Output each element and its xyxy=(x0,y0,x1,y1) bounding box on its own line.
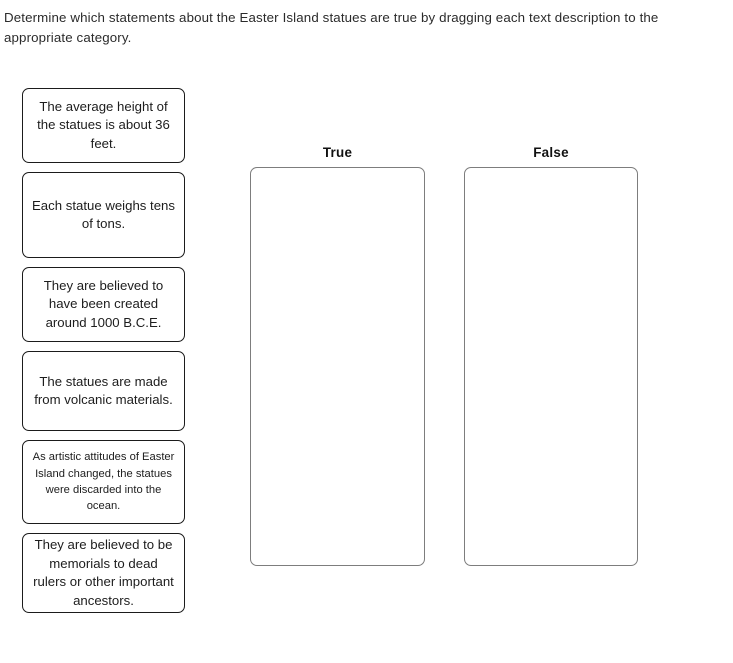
draggable-card-stack: The average height of the statues is abo… xyxy=(22,88,185,622)
category-column-true: True xyxy=(250,145,425,566)
dropzone-false[interactable] xyxy=(464,167,638,566)
dropzone-label-false: False xyxy=(533,145,569,160)
draggable-card-volcanic-materials[interactable]: The statues are made from volcanic mater… xyxy=(22,351,185,431)
card-label: The average height of the statues is abo… xyxy=(37,98,170,151)
card-label: Each statue weighs tens of tons. xyxy=(32,197,175,232)
instruction-text: Determine which statements about the Eas… xyxy=(4,10,659,45)
card-label: They are believed to be memorials to dea… xyxy=(33,537,174,608)
dropzone-true[interactable] xyxy=(250,167,425,566)
draggable-card-created-date[interactable]: They are believed to have been created a… xyxy=(22,267,185,342)
card-label: The statues are made from volcanic mater… xyxy=(34,373,173,408)
draggable-card-statue-weight[interactable]: Each statue weighs tens of tons. xyxy=(22,172,185,258)
draggable-card-discarded-ocean[interactable]: As artistic attitudes of Easter Island c… xyxy=(22,440,185,524)
draggable-card-memorials[interactable]: They are believed to be memorials to dea… xyxy=(22,533,185,613)
card-label: As artistic attitudes of Easter Island c… xyxy=(32,451,175,513)
dropzone-label-true: True xyxy=(322,145,353,160)
category-column-false: False xyxy=(464,145,638,566)
card-label: They are believed to have been created a… xyxy=(43,277,164,330)
draggable-card-average-height[interactable]: The average height of the statues is abo… xyxy=(22,88,185,163)
